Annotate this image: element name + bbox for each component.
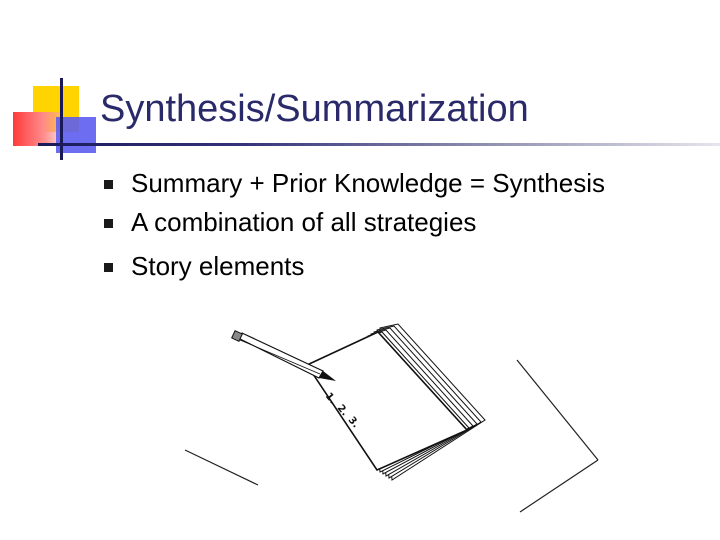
pencil-tip (319, 371, 336, 381)
vertical-rule (60, 78, 63, 160)
bullet-text: A combination of all strategies (131, 207, 477, 237)
bullet-item: A combination of all strategies (104, 207, 664, 238)
pencil-eraser (231, 330, 243, 342)
pencil-body (234, 332, 324, 379)
title-underline-rule (38, 143, 720, 146)
square-bullet-icon (104, 263, 113, 272)
bullet-text: Summary + Prior Knowledge = Synthesis (131, 168, 605, 198)
bullet-item: Story elements (104, 251, 664, 282)
notebook-cover (305, 331, 469, 472)
bullet-list: Summary + Prior Knowledge = Synthesis A … (104, 168, 664, 295)
pencil-stripe (239, 339, 321, 375)
colored-squares-logo-icon (0, 0, 100, 170)
red-square (13, 112, 63, 146)
desk-line-right (516, 359, 599, 461)
square-bullet-icon (104, 180, 113, 189)
slide-title: Synthesis/Summarization (100, 88, 529, 130)
square-bullet-icon (104, 219, 113, 228)
bullet-text: Story elements (131, 251, 305, 281)
notebook-and-pencil-icon: 1. 2. 3. (184, 323, 599, 513)
desk-line-left (184, 449, 259, 486)
bullet-item: Summary + Prior Knowledge = Synthesis (104, 168, 664, 199)
desk-line-bottom (519, 459, 599, 513)
notebook: 1. 2. 3. (305, 323, 486, 481)
pencil (231, 330, 336, 381)
